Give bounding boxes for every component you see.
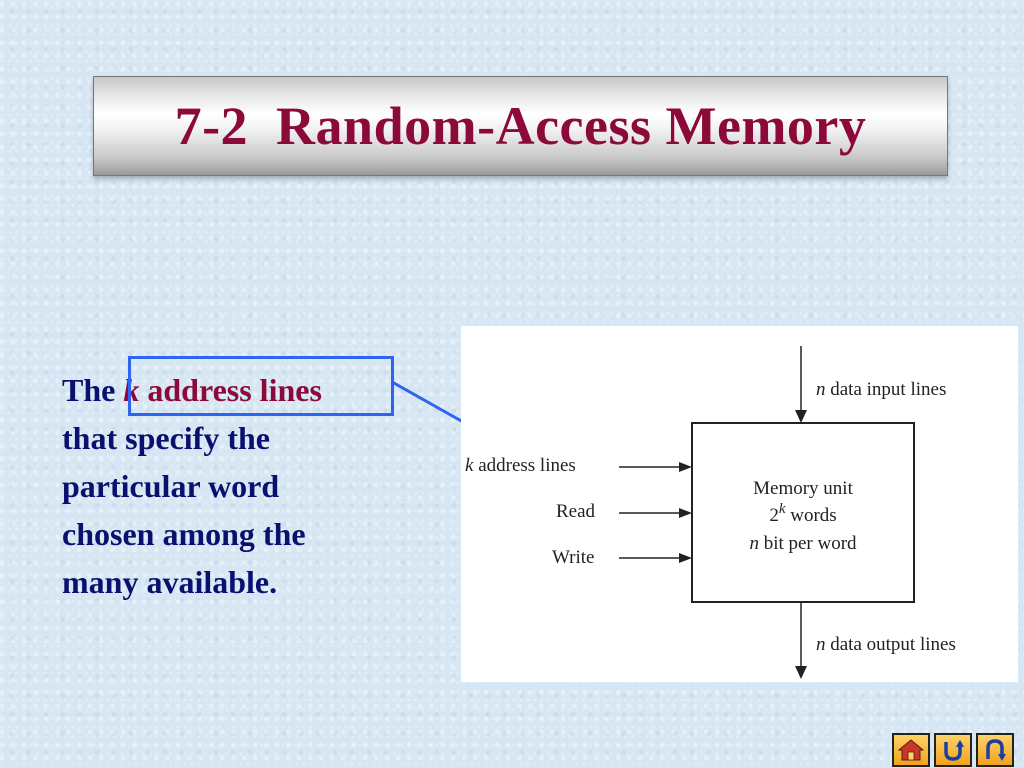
back-arrow-icon (986, 739, 1006, 761)
home-button[interactable] (892, 733, 930, 767)
data-output-label: n data output lines (816, 634, 956, 655)
memory-diagram: n data input lines Memory unit 2k words … (461, 326, 1018, 682)
body-prefix: The (62, 372, 124, 408)
body-line-4: chosen among the (62, 516, 306, 552)
address-lines-label: k address lines (465, 455, 576, 476)
write-arrowhead (679, 553, 692, 563)
slide-title: 7-2 Random-Access Memory (174, 96, 867, 156)
home-icon (898, 739, 924, 761)
memory-unit-box (691, 422, 915, 603)
back-button[interactable] (976, 733, 1014, 767)
data-input-label: n data input lines (816, 379, 946, 400)
body-line-3: particular word (62, 468, 280, 504)
title-banner: 7-2 Random-Access Memory (93, 76, 948, 176)
nav-bar (892, 733, 1024, 768)
memory-words-label: 2k words (769, 501, 836, 526)
memory-diagram-svg: n data input lines Memory unit 2k words … (465, 346, 956, 679)
body-line-5: many available. (62, 564, 278, 600)
body-text: The k address lines that specify the par… (62, 366, 402, 606)
k-variable: k (123, 372, 140, 408)
body-line-2: that specify the (62, 420, 270, 456)
read-label: Read (556, 501, 596, 522)
return-icon (944, 740, 964, 761)
read-arrowhead (679, 508, 692, 518)
address-lines-highlight: address lines (139, 372, 322, 408)
return-button[interactable] (934, 733, 972, 767)
data-input-arrowhead (795, 410, 807, 423)
body-line-1: The k address lines (62, 366, 402, 414)
memory-unit-label: Memory unit (753, 478, 853, 499)
write-label: Write (552, 547, 595, 568)
address-arrowhead (679, 462, 692, 472)
data-output-arrowhead (795, 666, 807, 679)
bits-per-word-label: n bit per word (749, 533, 857, 554)
highlight-box (128, 356, 394, 416)
